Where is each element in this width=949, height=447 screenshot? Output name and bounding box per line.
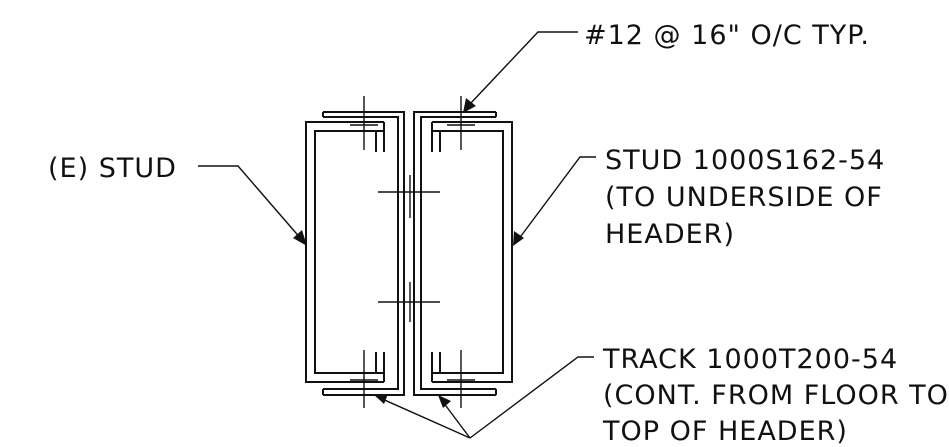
screw-note-label: #12 @ 16" O/C TYP. (584, 20, 870, 51)
screw-marks (350, 96, 475, 408)
leader-existing-stud (198, 165, 307, 246)
leader-new-stud (513, 156, 596, 246)
new-stud-label-line2: (TO UNDERSIDE OF (605, 182, 883, 213)
new-stud-label-line3: HEADER) (605, 219, 735, 250)
track-label-line1: TRACK 1000T200-54 (602, 344, 898, 375)
new-stud-section (431, 121, 513, 383)
track-label-line3: TOP OF HEADER) (602, 416, 848, 447)
leader-track (373, 356, 594, 439)
track-label-line2: (CONT. FROM FLOOR TO (603, 380, 949, 411)
existing-stud-section (305, 121, 385, 383)
new-stud-label-line1: STUD 1000S162-54 (605, 145, 885, 176)
leader-screw-note (463, 31, 578, 113)
track-right-section (413, 111, 497, 396)
existing-stud-label: (E) STUD (48, 153, 177, 184)
